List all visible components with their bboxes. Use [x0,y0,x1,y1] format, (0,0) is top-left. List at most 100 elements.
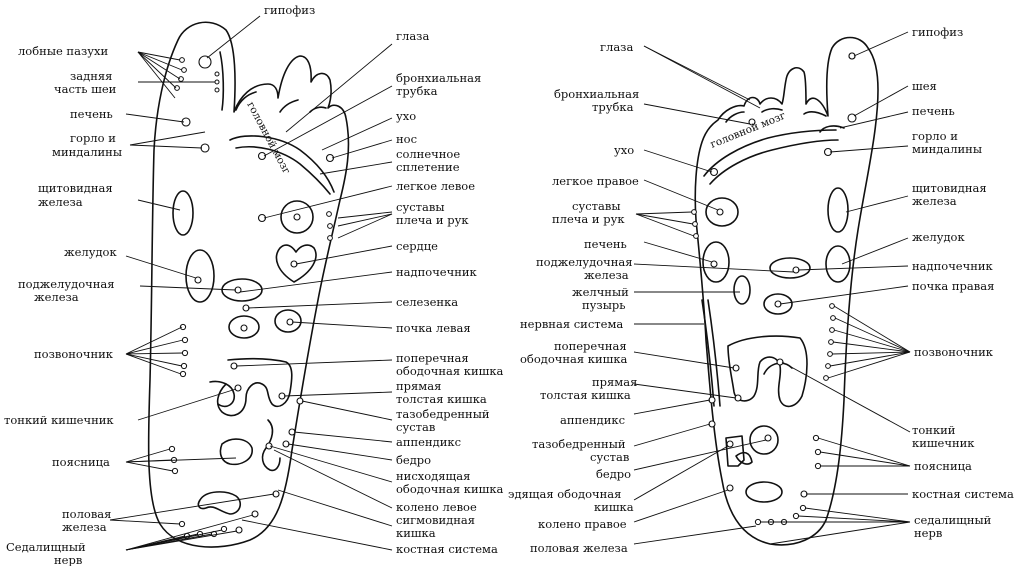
label-serdtse: сердце [396,239,438,253]
label-bronkh-left-1: бронхиальная [396,71,481,85]
label-sheya: шея [912,79,937,93]
label-appendiks-right: аппендикс [560,413,625,427]
label-pryamaya-right-1: прямая [592,375,637,389]
left-foot: гипофиз лобные пазухи задняя часть шеи п… [4,3,504,566]
label-poperechnaya-right-1: поперечная [554,339,627,353]
left-foot-dots [168,57,335,540]
label-polovaya-left-2: железа [62,520,107,534]
label-sedalishchny-left-1: Седалищный [6,540,86,554]
label-tazobedr-right-1: тазобедренный [532,437,626,451]
right-nerve-strip-2 [707,299,721,407]
label-pryamaya-left-2: толстая кишка [396,392,487,406]
label-polovaya-zheleza: половая железа [530,541,628,555]
left-thyroid-zone [172,190,194,236]
right-adrenal-zone [769,257,811,279]
label-sustavy-right-1: суставы [572,199,621,213]
label-legkoe-levoe: легкое левое [396,179,475,193]
label-shchitovidnaya-right-1: щитовидная [912,181,987,195]
label-gorlo-left-1: горло и [70,131,116,145]
label-zhelchny-2: пузырь [582,298,625,312]
right-hip-zone [725,435,745,467]
label-nadpochechnik-right: надпочечник [912,259,994,273]
label-zadnyaya-chast-shei-1: задняя [70,69,112,83]
left-toe-line-2 [235,91,257,111]
label-pozvonochnik-right: позвоночник [914,345,994,359]
right-lung-zone [705,197,739,227]
right-brain-band [703,129,837,177]
label-sustavy-left-1: суставы [396,200,445,214]
label-nos: нос [396,132,417,146]
label-solnechnoe-1: солнечное [396,147,460,161]
label-podzheludochnaya-left-1: поджелудочная [18,277,115,291]
right-gallbladder-zone [733,275,751,305]
label-poperechnaya-right-2: ободочная кишка [520,352,628,366]
label-pozvonochnik-left: позвоночник [34,347,114,361]
label-kostnaya-right: костная система [912,487,1014,501]
right-stomach-zone [825,245,851,283]
left-sigmoid-zone [219,438,253,466]
label-pechen-left: печень [70,107,113,121]
right-foot-labels: глаза бронхиальная трубка ухо легкое пра… [508,25,1014,555]
right-nerve-strip [701,299,715,407]
label-tazobedr-right-2: сустав [590,450,629,464]
label-bronkh-left-2: трубка [396,84,438,98]
left-lung-zone [280,200,314,234]
right-foot-dots [691,52,857,526]
label-gipofiz-right: гипофиз [912,25,963,39]
left-foot-leader-lines [109,15,393,551]
left-adrenal-zone [221,278,263,302]
label-pechen-right: печень [584,237,627,251]
right-thyroid-zone [827,187,849,233]
label-pochka-pravaya: почка правая [912,279,994,293]
label-gorlo-right-1: горло и [912,129,958,143]
label-tonkiy-right-2: кишечник [912,436,975,450]
left-kidney-zone [274,309,302,333]
left-pituitary-zone [198,55,212,69]
label-zadnyaya-chast-shei-2: часть шеи [54,82,117,96]
right-brain-band-inner [709,139,839,185]
label-poyasnitsa-right: поясница [914,459,972,473]
label-voskhodyashchaya-2: кишка [594,500,634,514]
label-shchitovidnaya-left-2: железа [38,195,83,209]
right-bone-zone [745,481,783,503]
label-ukho-right: ухо [614,143,634,157]
label-pechen-right-2: печень [912,104,955,118]
label-sedalishchny-right-1: седалищный [914,513,992,527]
label-shchitovidnaya-right-2: железа [912,194,957,208]
label-voskhodyashchaya-1: эдящая ободочная [508,487,621,501]
label-nadpochechnik-left: надпочечник [396,265,478,279]
label-kostnaya-left: костная система [396,542,498,556]
label-poyasnitsa-left: поясница [52,455,110,469]
label-legkoe-pravoe: легкое правое [552,174,639,188]
right-foot-outline [694,36,879,546]
label-niskhodyashchaya-1: нисходящая [396,469,470,483]
left-intestine-zone [209,380,236,408]
label-poperechnaya-left-2: ободочная кишка [396,364,504,378]
right-toe-line-1 [803,111,827,117]
right-toe-line-3 [725,111,745,123]
left-big-toe-strip [219,51,225,111]
label-pryamaya-left-1: прямая [396,379,441,393]
label-sedalishchny-right-2: нерв [914,526,942,540]
right-ascending-colon-zone [735,451,753,465]
label-glaza-right: глаза [600,40,633,54]
label-bedro-right: бедро [596,467,631,481]
label-tonkiy-right-1: тонкий [912,423,956,437]
left-descending-colon-zone [261,419,281,472]
label-gorlo-right-2: миндалины [912,142,982,156]
label-poperechnaya-left-1: поперечная [396,351,469,365]
label-podzheludochnaya-right-1: поджелудочная [536,255,633,269]
label-selezenka: селезенка [396,295,458,309]
label-zheludok-right: желудок [912,230,965,244]
right-hipjoint-zone [749,425,779,455]
label-gorlo-left-2: миндалины [52,145,122,159]
label-koleno-pravoe: колено правое [538,517,627,531]
label-tazobedr-left-2: сустав [396,420,435,434]
left-bone-zone [197,491,242,515]
label-lobnye-pazukhi: лобные пазухи [18,44,108,58]
label-pochka-levaya: почка левая [396,321,471,335]
right-liver-zone [702,241,730,283]
left-colon-zone [216,357,293,417]
right-big-toe-strip [819,125,845,133]
right-toe-line-2 [761,107,783,113]
